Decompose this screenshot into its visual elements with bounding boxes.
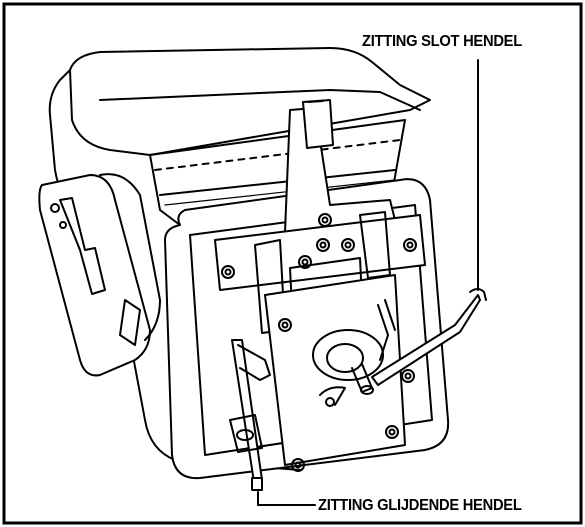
slide-plate — [264, 274, 415, 472]
seat-cushion — [48, 47, 431, 471]
bracket-plate — [214, 99, 426, 334]
seat-slide-lever-label: ZITTING GLIJDENDE HENDEL — [318, 497, 522, 514]
armrest — [38, 173, 161, 377]
seat-lock-lever-label: ZITTING SLOT HENDEL — [362, 33, 522, 50]
seat-lock-lever[interactable] — [371, 288, 487, 386]
seat-slide-lever[interactable] — [229, 339, 271, 491]
leader-line-slide — [257, 491, 316, 506]
